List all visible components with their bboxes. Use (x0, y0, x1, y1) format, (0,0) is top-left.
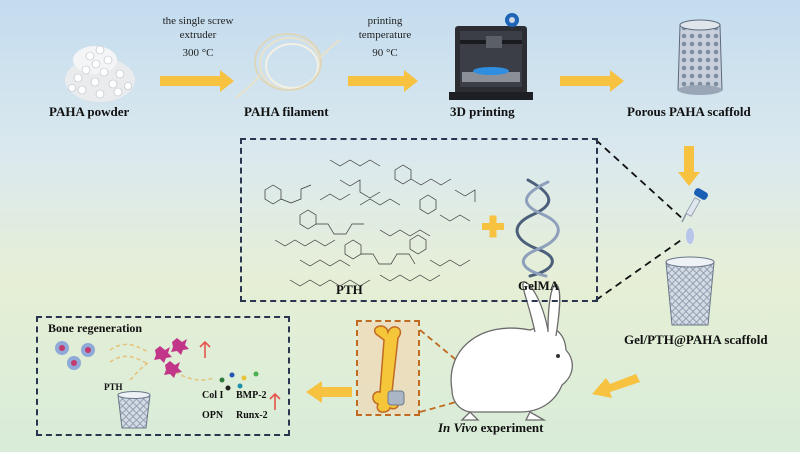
extruder-caption: the single screw extruder (158, 14, 238, 42)
marker-col1: Col I (202, 390, 224, 401)
bone-highlight-box (356, 320, 420, 416)
printing-caption-line2: temperature (358, 29, 412, 41)
plus-icon (482, 215, 504, 238)
marker-bmp2: BMP-2 (236, 390, 267, 401)
marker-opn: OPN (202, 410, 224, 421)
in-vivo-italic: In Vivo (438, 420, 478, 435)
paha-filament-image (235, 33, 341, 99)
in-vivo-rest: experiment (477, 420, 544, 435)
pth-label: PTH (336, 282, 363, 297)
femur-bone-image (358, 322, 418, 414)
extruder-caption-line2: extruder (179, 29, 217, 41)
gel-scaffold-label: Gel/PTH@PAHA scaffold (624, 332, 768, 347)
up-arrow-icon (199, 340, 281, 410)
gel-scaffold-image (665, 256, 715, 326)
in-vivo-label: In Vivo experiment (438, 420, 543, 436)
lower-process-arrows (306, 374, 640, 403)
small-scaffold-cup (117, 391, 151, 429)
extruder-temperature: 300 °C (182, 47, 214, 59)
callout-line-top (595, 139, 685, 221)
osteoblast-cells (154, 338, 189, 378)
printing-temperature: 90 °C (372, 47, 398, 59)
callout-line-bottom (595, 237, 685, 301)
extruder-caption-line1: the single screw (162, 15, 234, 27)
rabbit-image (450, 281, 573, 421)
porous-scaffold-label: Porous PAHA scaffold (627, 104, 751, 119)
bone-regeneration-panel (36, 316, 290, 436)
marker-runx2: Runx-2 (236, 410, 268, 421)
printing-caption: printing temperature (345, 14, 425, 42)
top-process-arrows (160, 70, 700, 186)
materials-callout-box (240, 138, 598, 302)
cells-image (55, 341, 95, 370)
printing-caption-line1: printing (367, 15, 403, 27)
pth-molecule-image (264, 159, 476, 287)
bone-panel-pth-label: PTH (104, 382, 123, 392)
paha-filament-label: PAHA filament (244, 104, 329, 119)
paha-powder-image (65, 45, 135, 102)
paha-powder-label: PAHA powder (49, 104, 130, 119)
molecule-dots (219, 371, 259, 391)
gelma-label: GelMA (518, 278, 560, 293)
gelma-helix-image (515, 178, 560, 278)
3d-printer-image (449, 13, 533, 100)
3d-printing-label: 3D printing (450, 104, 515, 119)
porous-scaffold-image (677, 19, 723, 95)
signal-wave-lines (109, 343, 215, 381)
bone-panel-title: Bone regeneration (48, 321, 143, 335)
dropper-image (681, 188, 708, 244)
